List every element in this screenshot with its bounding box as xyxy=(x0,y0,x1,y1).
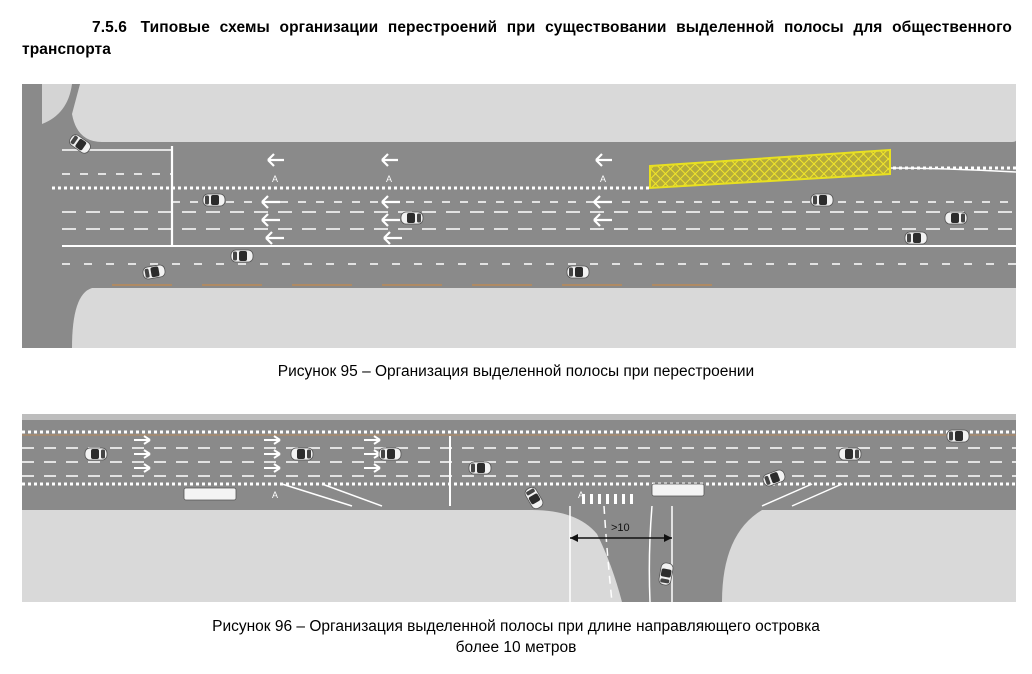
svg-text:A: A xyxy=(272,174,278,184)
figure-96-road-scheme: A A >10 xyxy=(22,414,1016,602)
svg-text:A: A xyxy=(578,490,584,500)
figure-96-caption: Рисунок 96 – Организация выделенной поло… xyxy=(0,616,1032,658)
hatched-island xyxy=(649,148,891,190)
lane-arrows-96 xyxy=(134,435,381,473)
figure-95-road-scheme: A A A xyxy=(22,84,1016,348)
svg-text:A: A xyxy=(386,174,392,184)
section-title: Типовые схемы организации перестроений п… xyxy=(22,19,1012,58)
section-heading: 7.5.6 Типовые схемы организации перестро… xyxy=(22,17,1012,61)
svg-text:A: A xyxy=(600,174,606,184)
svg-text:A: A xyxy=(272,490,278,500)
dimension-marker xyxy=(570,534,672,542)
figure-96-caption-line2: более 10 метров xyxy=(455,639,577,656)
bottom-sidewalk xyxy=(72,288,1016,348)
dimension-label: >10 xyxy=(611,522,630,534)
section-number: 7.5.6 xyxy=(92,19,127,36)
top-sidewalk xyxy=(72,84,1016,142)
bottom-right-sidewalk xyxy=(722,510,1016,602)
island-hatch xyxy=(582,494,633,504)
figure-95-caption: Рисунок 95 – Организация выделенной поло… xyxy=(277,363,755,380)
buses xyxy=(183,483,705,501)
lane-arrows: A A A xyxy=(261,153,612,245)
bottom-left-sidewalk xyxy=(22,510,622,602)
figure-96-caption-line1: Рисунок 96 – Организация выделенной поло… xyxy=(212,618,820,635)
